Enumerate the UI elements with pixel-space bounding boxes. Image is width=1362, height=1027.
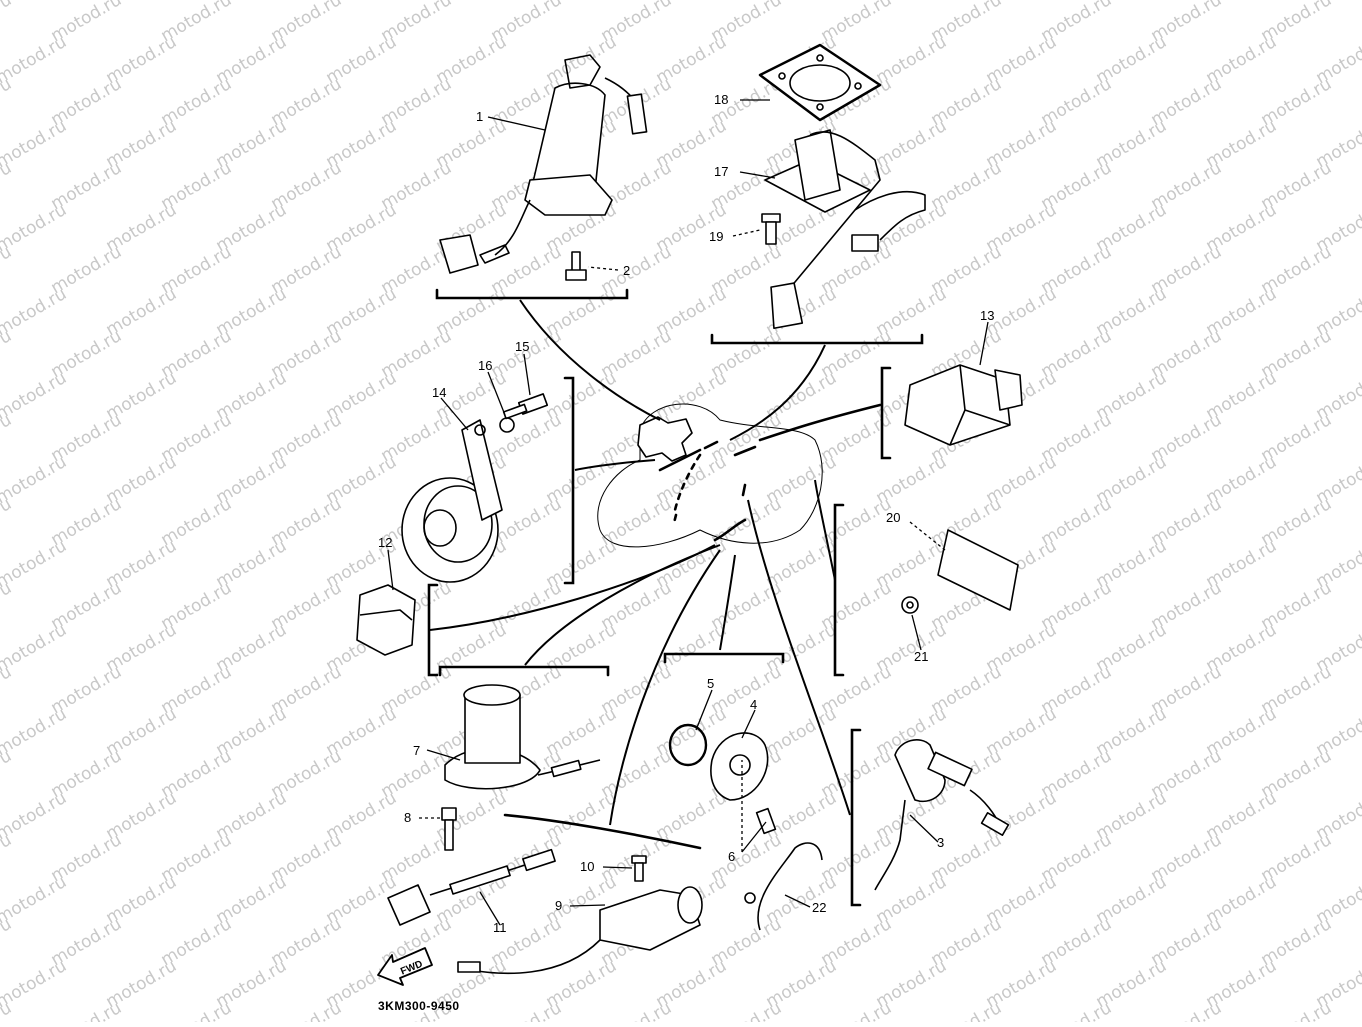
watermark-text: motod.ru: [1148, 998, 1226, 1022]
watermark-text: motod.ru: [0, 746, 15, 802]
callout-17: 17: [714, 164, 728, 179]
watermark-text: motod.ru: [0, 116, 70, 172]
callout-15: 15: [515, 339, 529, 354]
watermark-text: motod.ru: [0, 536, 70, 592]
watermark-text: motod.ru: [48, 998, 126, 1022]
watermark-text: motod.ru: [598, 998, 676, 1022]
watermark-text: motod.ru: [0, 578, 15, 634]
watermark-text: motod.ru: [268, 998, 346, 1022]
callout-22: 22: [812, 900, 826, 915]
watermark-text: motod.ru: [0, 158, 15, 214]
part-12-relay: [357, 585, 415, 655]
part-2-bolt: [566, 252, 586, 280]
callout-5: 5: [707, 676, 714, 691]
callout-8: 8: [404, 810, 411, 825]
callout-7: 7: [413, 743, 420, 758]
watermark-text: motod.ru: [1258, 998, 1336, 1022]
callout-3: 3: [937, 835, 944, 850]
watermark-text: motod.ru: [1038, 998, 1116, 1022]
part-4-sensor: [711, 733, 768, 800]
watermark-text: motod.ru: [0, 452, 70, 508]
part-15-bolt: [504, 394, 548, 419]
watermark-text: motod.ru: [0, 368, 70, 424]
callout-9: 9: [555, 898, 562, 913]
callout-1: 1: [476, 109, 483, 124]
watermark-text: motod.ru: [488, 998, 566, 1022]
watermark-text: motod.ru: [708, 998, 786, 1022]
watermark-text: motod.ru: [0, 956, 70, 1012]
watermark-text: motod.ru: [0, 242, 15, 298]
callout-16: 16: [478, 358, 492, 373]
watermark-text: motod.ru: [818, 998, 896, 1022]
diagram-code: 3KM300-9450: [378, 999, 460, 1013]
callout-20: 20: [886, 510, 900, 525]
watermark-text: motod.ru: [158, 998, 236, 1022]
watermark-text: motod.ru: [0, 410, 15, 466]
watermark-text: motod.ru: [0, 74, 15, 130]
watermark-text: motod.ru: [0, 872, 70, 928]
watermark-text: motod.ru: [0, 830, 15, 886]
callout-4: 4: [750, 697, 757, 712]
watermark-text: motod.ru: [0, 914, 15, 970]
watermark-text: motod.ru: [0, 620, 70, 676]
callout-11: 11: [493, 920, 507, 935]
watermark-text: motod.ru: [928, 998, 1006, 1022]
watermark-text: motod.ru: [0, 200, 70, 256]
watermark-text: motod.ru: [0, 0, 15, 46]
callout-21: 21: [914, 649, 928, 664]
part-16-washer: [500, 418, 514, 432]
callout-13: 13: [980, 308, 994, 323]
callout-19: 19: [709, 229, 723, 244]
watermark-text: motod.ru: [0, 284, 70, 340]
callout-14: 14: [432, 385, 446, 400]
watermark-text: motod.ru: [0, 326, 15, 382]
callout-10: 10: [580, 859, 594, 874]
watermark-text: motod.ru: [0, 494, 15, 550]
callout-12: 12: [378, 535, 392, 550]
part-21-nut: [902, 597, 918, 613]
watermark-text: motod.ru: [0, 788, 70, 844]
callout-18: 18: [714, 92, 728, 107]
watermark-text: motod.ru: [0, 32, 70, 88]
callout-6: 6: [728, 849, 735, 864]
callout-2: 2: [623, 263, 630, 278]
watermark-text: motod.ru: [0, 662, 15, 718]
watermark-text: motod.ru: [0, 704, 70, 760]
